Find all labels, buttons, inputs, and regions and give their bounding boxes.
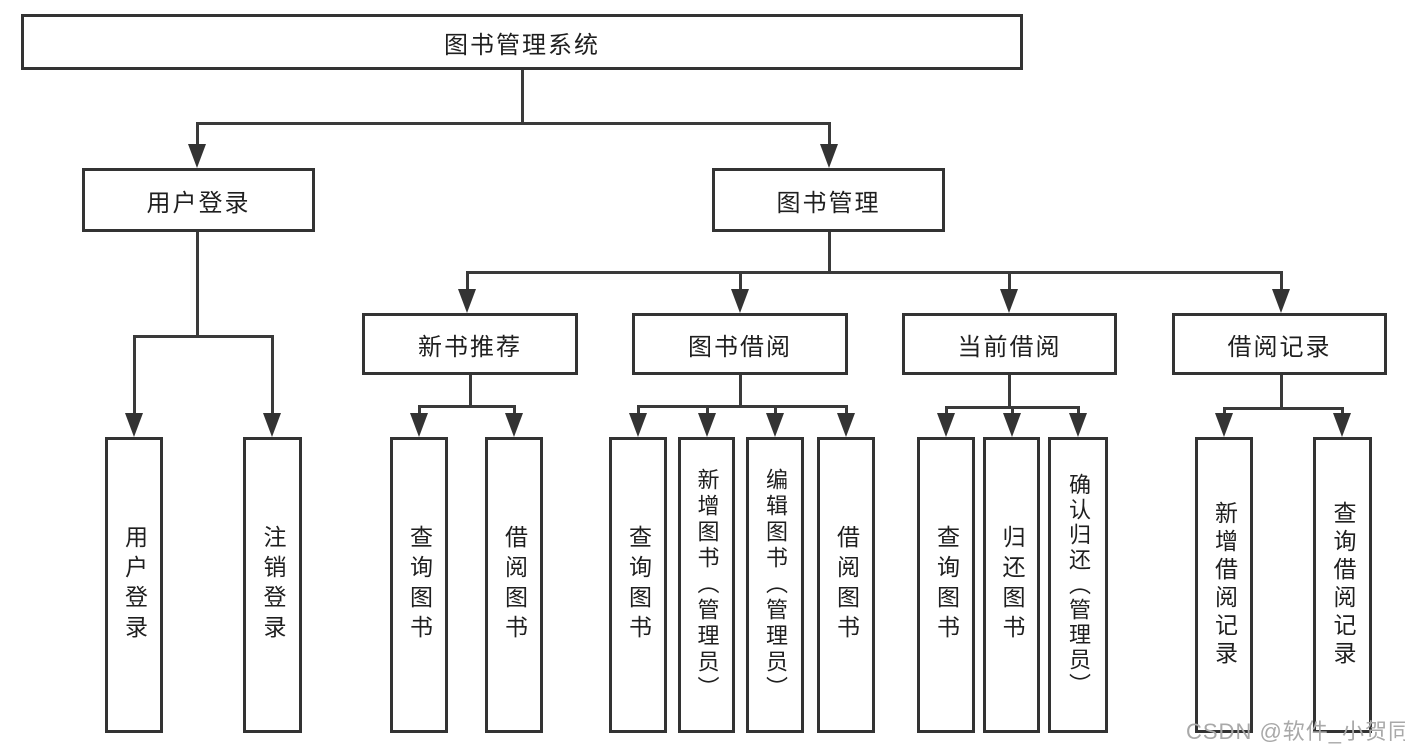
arrow-down-icon	[731, 289, 749, 313]
arrow-down-icon	[820, 144, 838, 168]
leaf-return-books: 归还图书	[983, 437, 1040, 733]
edge-newbook-stem	[469, 375, 472, 405]
node-book-borrowing-label: 图书借阅	[688, 333, 792, 361]
arrow-down-icon	[1333, 413, 1351, 437]
edge-root-stem	[521, 70, 524, 122]
edge-drop	[1341, 407, 1344, 415]
leaf-user-login: 用户登录	[105, 437, 163, 733]
edge-drop-leaf-logout	[271, 335, 274, 415]
node-book-management-label: 图书管理	[776, 189, 881, 217]
node-book-management: 图书管理	[712, 168, 945, 232]
leaf-borrow-books-recommend: 借阅图书	[485, 437, 543, 733]
arrow-down-icon	[1000, 289, 1018, 313]
edge-drop-new-book	[466, 271, 469, 291]
leaf-borrow-books-borrow: 借阅图书	[817, 437, 875, 733]
edge-root-rail	[196, 122, 831, 125]
edge-drop-current-borrow	[1008, 271, 1011, 291]
edge-bookmgmt-rail	[466, 271, 1283, 274]
edge-drop	[845, 405, 848, 415]
edge-records-stem	[1280, 375, 1283, 407]
node-book-borrowing: 图书借阅	[632, 313, 848, 375]
node-current-borrowing: 当前借阅	[902, 313, 1117, 375]
arrow-down-icon	[766, 413, 784, 437]
arrow-down-icon	[629, 413, 647, 437]
arrow-down-icon	[698, 413, 716, 437]
arrow-down-icon	[505, 413, 523, 437]
edge-userlogin-stem	[196, 232, 199, 335]
arrow-down-icon	[125, 413, 143, 437]
edge-drop	[637, 405, 640, 415]
edge-drop-book-management	[828, 122, 831, 147]
arrow-down-icon	[1069, 413, 1087, 437]
leaf-query-books-recommend: 查询图书	[390, 437, 448, 733]
arrow-down-icon	[188, 144, 206, 168]
leaf-query-books-borrow: 查询图书	[609, 437, 667, 733]
edge-drop	[1011, 406, 1014, 415]
node-new-book-recommendation: 新书推荐	[362, 313, 578, 375]
node-user-login-label: 用户登录	[146, 189, 251, 217]
leaf-confirm-return-admin-label: 确认归还（管理员）	[1066, 472, 1091, 698]
edge-drop	[774, 405, 777, 415]
node-root-system-label: 图书管理系统	[444, 31, 600, 59]
edge-drop-leaf-login	[133, 335, 136, 415]
arrow-down-icon	[937, 413, 955, 437]
edge-drop	[513, 405, 516, 415]
leaf-query-books-recommend-label: 查询图书	[406, 525, 433, 645]
leaf-query-books-current-label: 查询图书	[933, 525, 960, 645]
arrow-down-icon	[263, 413, 281, 437]
node-borrowing-records-label: 借阅记录	[1227, 333, 1332, 361]
leaf-edit-book-admin: 编辑图书（管理员）	[746, 437, 804, 733]
leaf-edit-book-admin-label: 编辑图书（管理员）	[763, 468, 788, 702]
edge-bookborrow-stem	[739, 375, 742, 405]
edge-drop-borrow-records	[1280, 271, 1283, 291]
leaf-return-books-label: 归还图书	[999, 525, 1025, 645]
arrow-down-icon	[410, 413, 428, 437]
edge-drop	[706, 405, 709, 415]
edge-userlogin-rail	[133, 335, 274, 338]
arrow-down-icon	[1003, 413, 1021, 437]
leaf-query-borrow-record: 查询借阅记录	[1313, 437, 1372, 733]
node-root-system: 图书管理系统	[21, 14, 1023, 70]
node-user-login: 用户登录	[82, 168, 315, 232]
node-current-borrowing-label: 当前借阅	[957, 333, 1062, 361]
edge-drop	[945, 406, 948, 415]
edge-drop-book-borrow	[739, 271, 742, 291]
arrow-down-icon	[1272, 289, 1290, 313]
arrow-down-icon	[1215, 413, 1233, 437]
arrow-down-icon	[458, 289, 476, 313]
leaf-user-login-label: 用户登录	[121, 525, 148, 645]
edge-bookborrow-rail	[637, 405, 848, 408]
arrow-down-icon	[837, 413, 855, 437]
edge-records-rail	[1223, 407, 1344, 410]
edge-drop	[1077, 406, 1080, 415]
leaf-add-book-admin: 新增图书（管理员）	[678, 437, 735, 733]
leaf-confirm-return-admin: 确认归还（管理员）	[1048, 437, 1108, 733]
node-new-book-recommendation-label: 新书推荐	[418, 333, 522, 361]
leaf-logout: 注销登录	[243, 437, 302, 733]
leaf-add-borrow-record-label: 新增借阅记录	[1211, 501, 1238, 669]
leaf-query-books-current: 查询图书	[917, 437, 975, 733]
leaf-add-book-admin-label: 新增图书（管理员）	[694, 468, 720, 702]
leaf-query-borrow-record-label: 查询借阅记录	[1330, 501, 1356, 669]
leaf-add-borrow-record: 新增借阅记录	[1195, 437, 1253, 733]
edge-drop	[1223, 407, 1226, 415]
edge-bookmgmt-stem	[828, 232, 831, 271]
leaf-query-books-borrow-label: 查询图书	[625, 525, 652, 645]
leaf-borrow-books-borrow-label: 借阅图书	[833, 525, 860, 645]
edge-currentborrow-stem	[1008, 375, 1011, 406]
leaf-logout-label: 注销登录	[260, 525, 286, 645]
edge-newbook-rail	[418, 405, 516, 408]
node-borrowing-records: 借阅记录	[1172, 313, 1387, 375]
leaf-borrow-books-recommend-label: 借阅图书	[501, 525, 528, 645]
edge-drop	[418, 405, 421, 415]
csdn-watermark: CSDN @软件_小贺同学	[1186, 719, 1405, 744]
edge-drop-user-login	[196, 122, 199, 147]
